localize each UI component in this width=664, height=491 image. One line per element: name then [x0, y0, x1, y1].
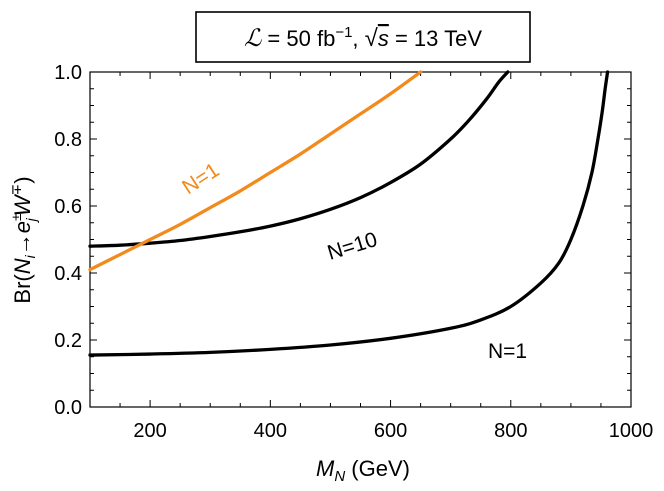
x-tick-label: 800	[494, 420, 527, 442]
y-axis-w-superscript: ∓	[8, 184, 24, 196]
title-lumi-symbol: ℒ	[244, 24, 262, 52]
title-lumi-value: = 50 fb	[261, 26, 335, 51]
title-box	[195, 11, 531, 63]
title-energy: = 13 TeV	[389, 26, 482, 51]
x-axis-title: MN (GeV)	[316, 456, 410, 485]
y-tick-label: 0.6	[54, 196, 82, 218]
y-tick-label: 1.0	[54, 62, 82, 84]
y-axis-prefix: Br(	[10, 274, 35, 304]
title-sqrt-symbol: √	[365, 25, 379, 52]
series-line-n1-black	[88, 70, 610, 357]
y-axis-e-superscript: ±	[8, 213, 24, 221]
series-layer	[88, 70, 610, 357]
x-axis-subscript: N	[334, 468, 345, 485]
y-axis-n-subscript: i	[22, 254, 38, 258]
y-tick-label: 0.0	[54, 397, 82, 419]
y-axis-w-symbol: W	[10, 193, 35, 216]
y-axis-e-symbol: e	[10, 221, 35, 233]
title-sqrt-arg: s	[378, 26, 389, 51]
series-label-n1-orange: N=1	[178, 159, 223, 200]
y-axis-n-symbol: N	[10, 258, 35, 274]
series-line-n1-orange	[88, 70, 423, 272]
title-lumi-exponent: −1	[335, 24, 352, 41]
series-label-n1-black: N=1	[488, 340, 527, 363]
title-separator: ,	[352, 26, 364, 51]
y-axis-title: Br(Ni→e±jW∓)	[8, 176, 39, 303]
series-label-n10: N=10	[325, 228, 380, 265]
x-tick-label: 200	[133, 420, 166, 442]
y-axis-suffix: )	[10, 176, 35, 183]
x-axis: 200 400 600 800 1000	[89, 72, 654, 442]
y-axis: 0.0 0.2 0.4 0.6 0.8 1.0	[54, 62, 631, 419]
y-axis-arrow: →	[10, 233, 35, 255]
series-line-n10	[88, 70, 510, 248]
y-tick-label: 0.8	[54, 129, 82, 151]
y-tick-label: 0.4	[54, 263, 82, 285]
x-axis-symbol: M	[316, 456, 335, 481]
x-tick-label: 400	[254, 420, 287, 442]
x-axis-unit: (GeV)	[345, 456, 410, 481]
y-tick-label: 0.2	[54, 330, 82, 352]
chart-title: ℒ = 50 fb−1, √s = 13 TeV	[244, 24, 482, 52]
x-tick-label: 600	[374, 420, 407, 442]
x-tick-label: 1000	[609, 420, 654, 442]
y-axis-e-subscript: j	[23, 217, 39, 223]
